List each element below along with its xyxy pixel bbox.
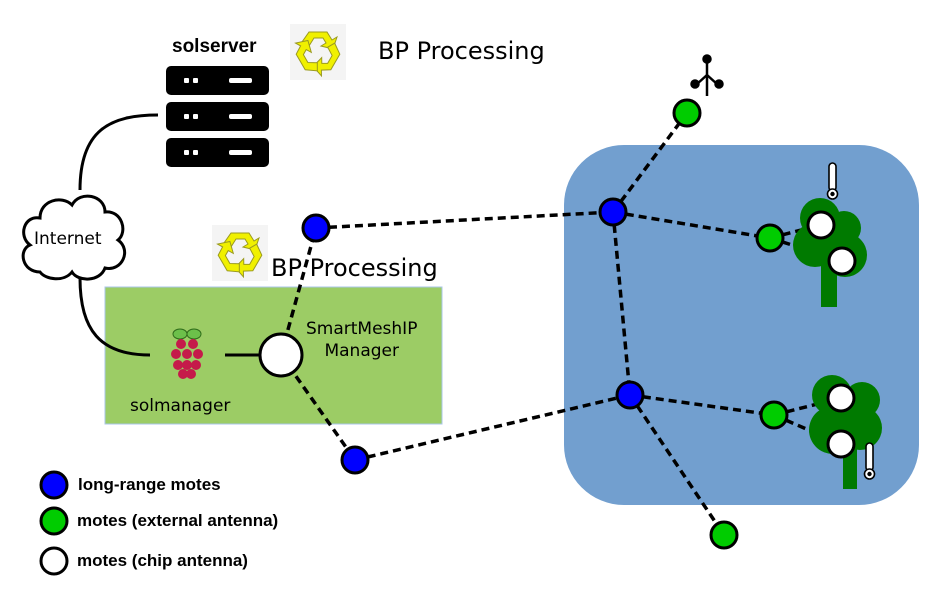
mote-chip-t1a [806, 210, 836, 240]
recycle-arrow [312, 42, 341, 78]
mote-lr1 [301, 213, 331, 243]
thermometer-icon [826, 162, 839, 200]
mesh-link-lr2-lr4 [354, 393, 631, 462]
recycle-icon [290, 24, 346, 80]
bp-processing-label-top: BP Processing [378, 37, 545, 65]
mote-ext-bottom [709, 520, 739, 550]
mote-ext-top [672, 98, 702, 128]
legend-dot-chip [39, 546, 69, 576]
mote-chip-t2a [826, 383, 856, 413]
internet-cloud-icon [21, 194, 127, 281]
weather-station-icon [690, 54, 724, 96]
mesh-link-mgr-lr2 [279, 353, 357, 462]
mesh-nodes [258, 98, 857, 550]
mesh-link-lr3-ext-top [611, 111, 689, 214]
link-server-internet [78, 113, 159, 191]
recycle-arrow [294, 39, 318, 72]
thermometer-icon [863, 442, 876, 480]
manager-label-line1: SmartMeshIP [306, 319, 418, 339]
legend-label-external: motes (external antenna) [77, 511, 279, 530]
manager-label: SmartMeshIP Manager [306, 318, 417, 362]
mesh-link-lr4-ext-tree2 [629, 393, 775, 417]
mote-lr4 [615, 380, 645, 410]
solmanager-label: solmanager [130, 396, 231, 416]
manager-label-line2: Manager [324, 341, 399, 361]
mote-mgr [258, 332, 304, 378]
legend-dot-external [39, 506, 69, 536]
legend-dot-long-range [39, 470, 69, 500]
server-icon [166, 66, 269, 167]
link-internet-solmanager [78, 277, 151, 357]
recycle-arrow [234, 243, 263, 279]
mote-ext-tree2 [759, 400, 789, 430]
legend-label-long-range: long-range motes [78, 475, 221, 494]
mesh-link-lr1-lr3 [315, 210, 614, 230]
mesh-link-mgr-lr1 [279, 227, 318, 356]
recycle-arrow [216, 240, 240, 273]
mote-chip-t2b [826, 429, 856, 459]
mesh-link-lr3-ext-tree1 [612, 210, 771, 240]
mote-chip-t1b [827, 246, 857, 276]
internet-label: Internet [34, 229, 102, 249]
mote-lr3 [598, 197, 628, 227]
mesh-link-lr4-ext-bottom [628, 394, 726, 536]
raspberry-pi-icon [171, 328, 203, 379]
server-label: solserver [172, 36, 257, 57]
mote-ext-tree1 [755, 223, 785, 253]
mesh-link-lr3-lr4 [611, 211, 632, 396]
recycle-icon [212, 225, 268, 281]
mote-lr2 [340, 445, 370, 475]
legend-label-chip: motes (chip antenna) [77, 551, 248, 570]
bp-processing-label-mid: BP Processing [271, 254, 438, 282]
